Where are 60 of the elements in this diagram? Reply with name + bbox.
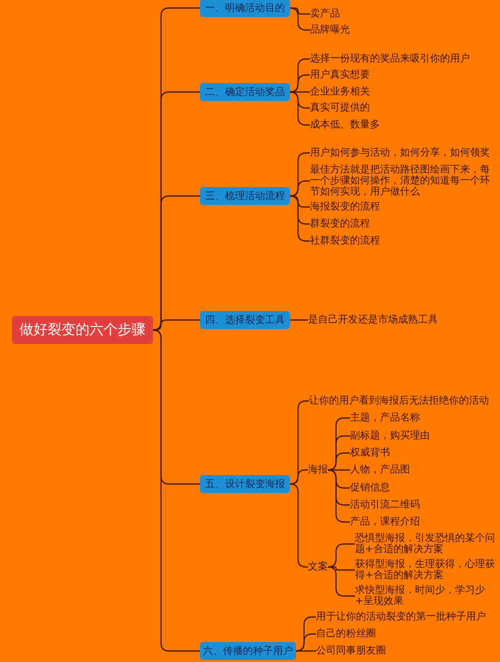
connector-line <box>290 91 310 93</box>
topic-text: 卖产品 <box>310 8 340 20</box>
topic-text: 主题，产品名称 <box>350 412 420 424</box>
connector-line <box>152 195 200 331</box>
connector-line <box>290 180 310 197</box>
topic-text: 获得型海报，生理获得，心理获得+合适的解决方案 <box>355 559 495 581</box>
connector-line <box>328 469 350 471</box>
branch-topic-box: 六、传播的种子用户 <box>200 642 296 660</box>
topic-text: 自己的粉丝圈 <box>316 628 376 640</box>
topic-text: 海报裂变的流程 <box>310 202 380 212</box>
connector-line <box>290 195 310 208</box>
topic-text: 用户真实想要 <box>310 70 370 80</box>
topic-text: 企业业务相关 <box>310 86 370 98</box>
topic-text: 用户如何参与活动，如何分享，如何领奖 <box>310 148 490 158</box>
topic-text: 品牌曝光 <box>310 24 350 36</box>
connector-line <box>296 650 316 652</box>
connector-line <box>153 319 200 331</box>
connector-line <box>289 91 310 126</box>
topic-text: 文案 <box>308 562 328 572</box>
connector-line <box>327 543 355 568</box>
topic-text: 人物，产品图 <box>350 464 410 476</box>
topic-text: 促销信息 <box>350 482 390 494</box>
topic-text: 产品，课程介绍 <box>350 516 420 528</box>
topic-text: 副标题，购买理由 <box>350 430 430 442</box>
connector-line <box>327 452 350 471</box>
topic-text: 社群裂变的流程 <box>310 236 380 246</box>
connector-line <box>152 329 200 652</box>
topic-text: 最佳方法就是把活动路径图绘画下来，每一个步骤如何操作，清楚的知道每一个环节如何实现，用户做什么 <box>310 164 492 198</box>
branch-topic-box: 二、确定活动奖品 <box>200 83 290 101</box>
branch-topic-box: 一、明确活动目的 <box>200 0 290 17</box>
connector-line <box>290 469 308 485</box>
topic-text: 成本低、数量多 <box>310 120 380 130</box>
topic-text: 海报 <box>308 464 328 476</box>
connector-line <box>295 633 316 652</box>
topic-text: 权威背书 <box>350 448 390 458</box>
connector-line <box>327 469 350 523</box>
topic-text: 活动引流二维码 <box>350 500 420 510</box>
topic-text: 用于让你的活动裂变的第一批种子用户 <box>316 612 486 622</box>
connector-line <box>289 400 309 485</box>
connector-line <box>289 195 310 242</box>
connector-line <box>289 74 310 93</box>
connector-line <box>290 319 308 321</box>
topic-text: 让你的用户看到海报后无法拒绝你的活动 <box>309 396 489 406</box>
branch-topic-box: 四、选择裂变工具 <box>200 311 290 329</box>
connector-line <box>289 7 310 31</box>
topic-text: 选择一份现有的奖品来吸引你的用户 <box>310 54 470 64</box>
branch-topic-box: 五、设计裂变海报 <box>200 475 290 493</box>
connector-line <box>328 566 355 571</box>
branch-topic-box: 三、梳理活动流程 <box>200 187 290 205</box>
topic-text: 公司同事朋友圈 <box>316 646 386 656</box>
topic-text: 是自己开发还是市场成熟工具 <box>308 314 438 326</box>
connector-line <box>290 7 310 15</box>
connector-line <box>327 566 355 597</box>
topic-text: 求快型海报，时间少，学习少+呈现效果 <box>355 585 495 607</box>
topic-text: 群裂变的流程 <box>310 218 370 230</box>
connector-line <box>289 152 310 197</box>
topic-text: 真实可提供的 <box>310 102 370 114</box>
topic-text: 恐惧型海报，引发恐惧的某个问题+合适的解决方案 <box>355 533 495 555</box>
connector-line <box>289 483 308 568</box>
root-topic-box: 做好裂变的六个步骤 <box>12 316 153 344</box>
